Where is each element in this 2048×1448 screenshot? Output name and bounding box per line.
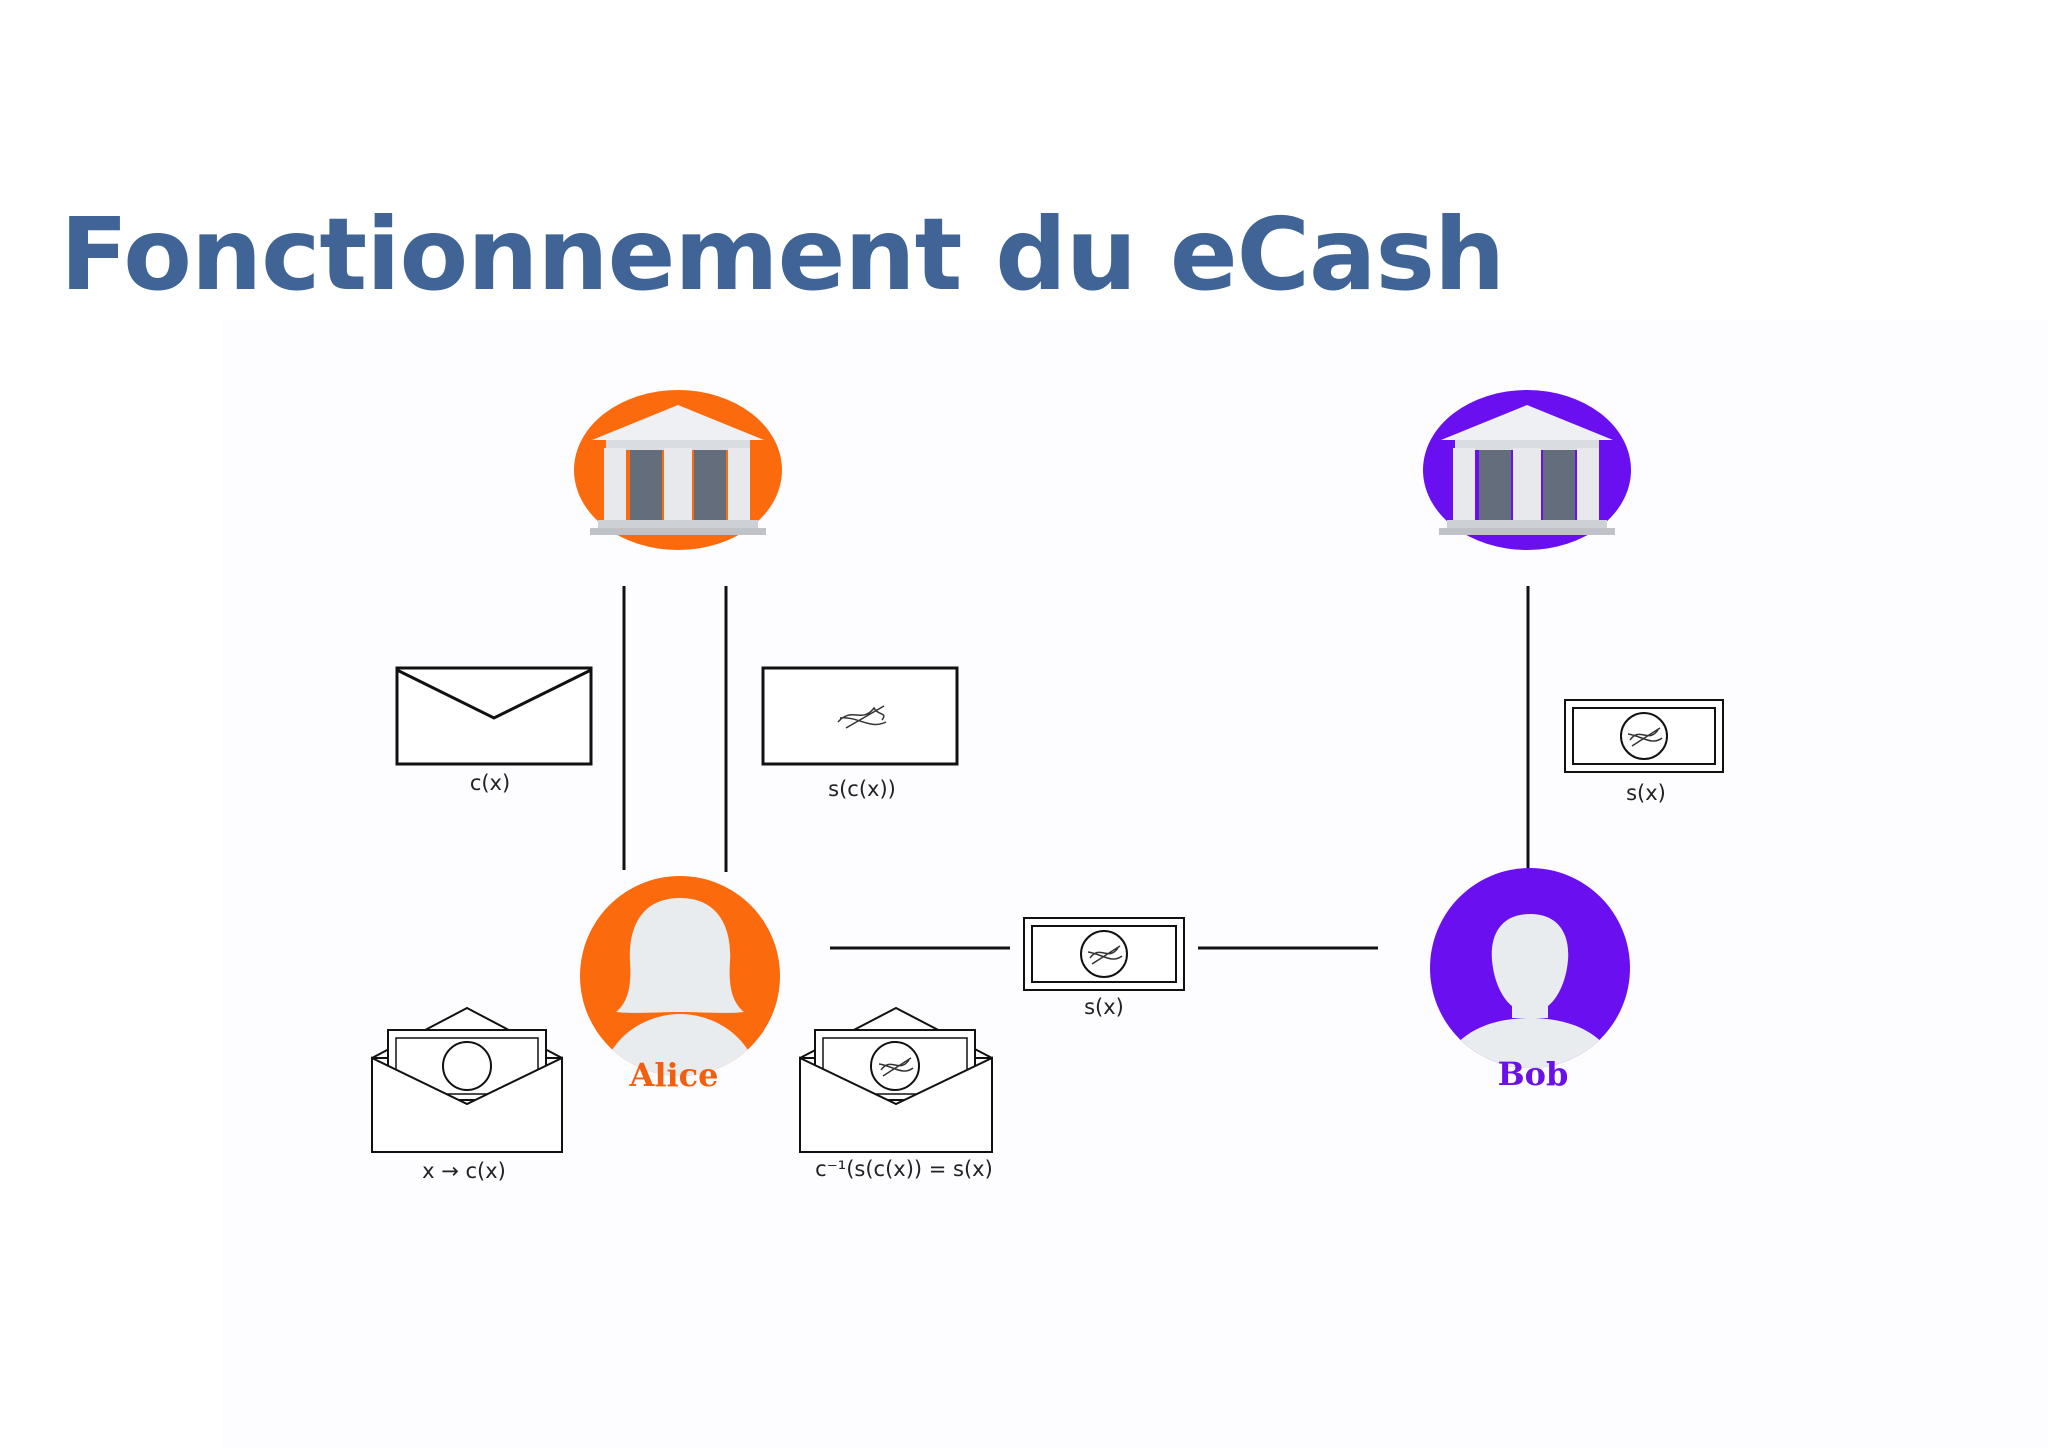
- deposit-note-icon: [1564, 699, 1724, 773]
- person-male-icon: [1430, 868, 1630, 1068]
- label-unblinding-step: c⁻¹(s(c(x)) = s(x): [815, 1157, 993, 1181]
- person-female-icon: [580, 876, 780, 1076]
- page-title: Fonctionnement du eCash: [60, 196, 1505, 313]
- bob-bank-icon: [1423, 390, 1631, 550]
- transfer-note-icon: [1023, 917, 1185, 991]
- open-envelope-blank-icon: [371, 1006, 563, 1153]
- label-transfer: s(x): [1084, 995, 1124, 1019]
- diagram-area: [222, 320, 2048, 1448]
- alice-bank-icon: [574, 390, 782, 550]
- bob-label: Bob: [1498, 1055, 1569, 1093]
- envelope-icon: [395, 666, 593, 766]
- label-deposit: s(x): [1626, 781, 1666, 805]
- open-envelope-signed-icon: [799, 1006, 993, 1153]
- label-blinding-step: x → c(x): [422, 1159, 506, 1183]
- alice-label: Alice: [629, 1056, 719, 1094]
- label-signed-blinded: s(c(x)): [828, 777, 896, 801]
- signed-note-icon: [761, 666, 959, 766]
- label-blinded: c(x): [470, 771, 510, 795]
